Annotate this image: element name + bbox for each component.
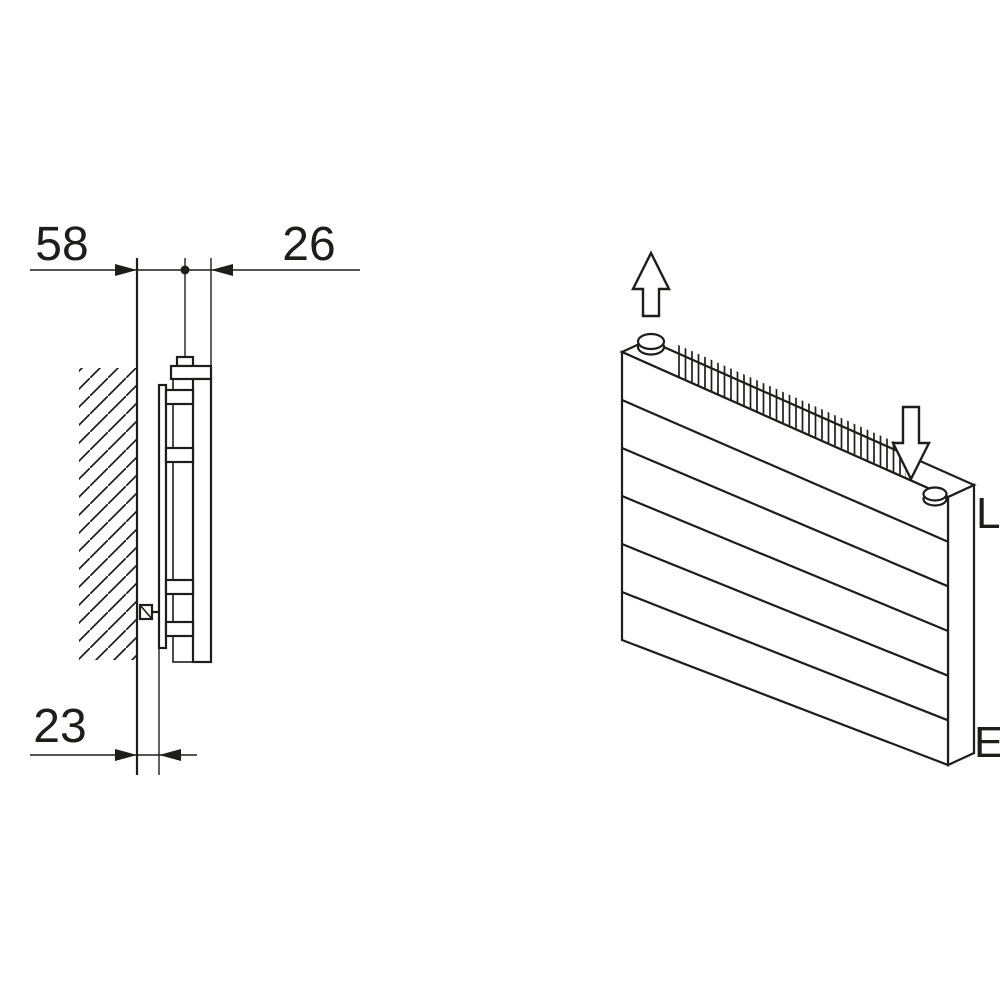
- bracket-hook-top-upper: [164, 388, 195, 406]
- dim-arrowhead-front: [211, 264, 233, 276]
- panel-groove-line: [621, 494, 949, 633]
- front-panel: [191, 377, 213, 664]
- bracket-hook-bottom-upper: [164, 578, 195, 596]
- wall-hatching: [79, 368, 137, 660]
- bottom-dimension-group: 23: [30, 648, 197, 775]
- connection-label-bottom: E: [974, 718, 1000, 767]
- top-grille-cap: [169, 364, 213, 381]
- dim-58-label: 58: [35, 218, 88, 271]
- panel-groove-line: [621, 398, 949, 543]
- boss-left-top: [636, 332, 666, 351]
- fixing-screw: [138, 603, 159, 621]
- connection-label-top: L: [976, 489, 1000, 538]
- front-panel-grooves: [621, 398, 949, 722]
- side-section-view: 58 26 23: [30, 218, 360, 775]
- mounting-bracket: [138, 383, 195, 650]
- panel-groove-line: [621, 542, 949, 677]
- isometric-view: L E: [619, 250, 1000, 767]
- convector-fins: [676, 344, 906, 477]
- flow-arrow-down-icon: [891, 405, 931, 482]
- connection-boss-right: [922, 486, 948, 507]
- top-dimension-group: 58 26: [30, 218, 360, 366]
- radiator-side-profile: [169, 355, 213, 664]
- wall-section: [79, 258, 139, 775]
- panel-groove-line: [621, 446, 949, 588]
- bracket-hook-top-lower: [164, 446, 195, 464]
- flow-arrow-up-icon: [631, 250, 671, 318]
- dim-point-center: [180, 265, 190, 275]
- dim-arrowhead-bracket: [159, 749, 181, 761]
- dim-arrowhead-wall: [115, 264, 137, 276]
- dim-26-label: 26: [282, 218, 335, 271]
- boss-right-top: [922, 486, 948, 502]
- bracket-hook-bottom-lower: [164, 620, 195, 638]
- panel-groove-line: [621, 590, 949, 722]
- dim-arrowhead-wall-bottom: [115, 749, 137, 761]
- bracket-rail: [157, 383, 168, 650]
- convector-channel: [172, 378, 194, 663]
- air-vent-nub: [175, 355, 195, 368]
- connection-boss-left: [636, 332, 666, 356]
- screw-head-slot: [139, 604, 153, 620]
- dim-23-label: 23: [33, 700, 86, 753]
- radiator-side-face: [946, 483, 976, 767]
